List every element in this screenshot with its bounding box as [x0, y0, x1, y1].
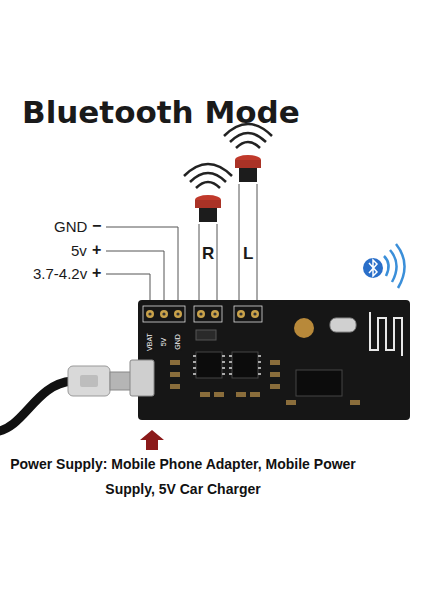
speaker-icon: [224, 124, 272, 182]
diagram-title: Bluetooth Mode: [22, 94, 300, 130]
silkscreen-label: 5V: [160, 337, 168, 348]
channel-label: L: [242, 244, 254, 264]
bluetooth-icon: [363, 244, 405, 288]
leader-lines: [106, 184, 257, 312]
pin-label: 3.7-4.2v: [32, 265, 88, 282]
pcb-board: [130, 300, 410, 420]
usb-cable: [0, 366, 132, 432]
silkscreen-label: GND: [174, 333, 182, 351]
polarity-sign: +: [91, 241, 102, 259]
red-arrow: [140, 430, 164, 450]
silkscreen-label: VBAT: [146, 332, 154, 352]
polarity-sign: +: [91, 264, 102, 282]
polarity-sign: −: [91, 217, 102, 235]
pin-label: GND: [53, 218, 88, 235]
channel-label: R: [201, 244, 215, 264]
speaker-icon: [184, 164, 232, 222]
power-caption: Power Supply: Mobile Phone Adapter, Mobi…: [8, 452, 358, 502]
pin-label: 5v: [70, 242, 88, 259]
